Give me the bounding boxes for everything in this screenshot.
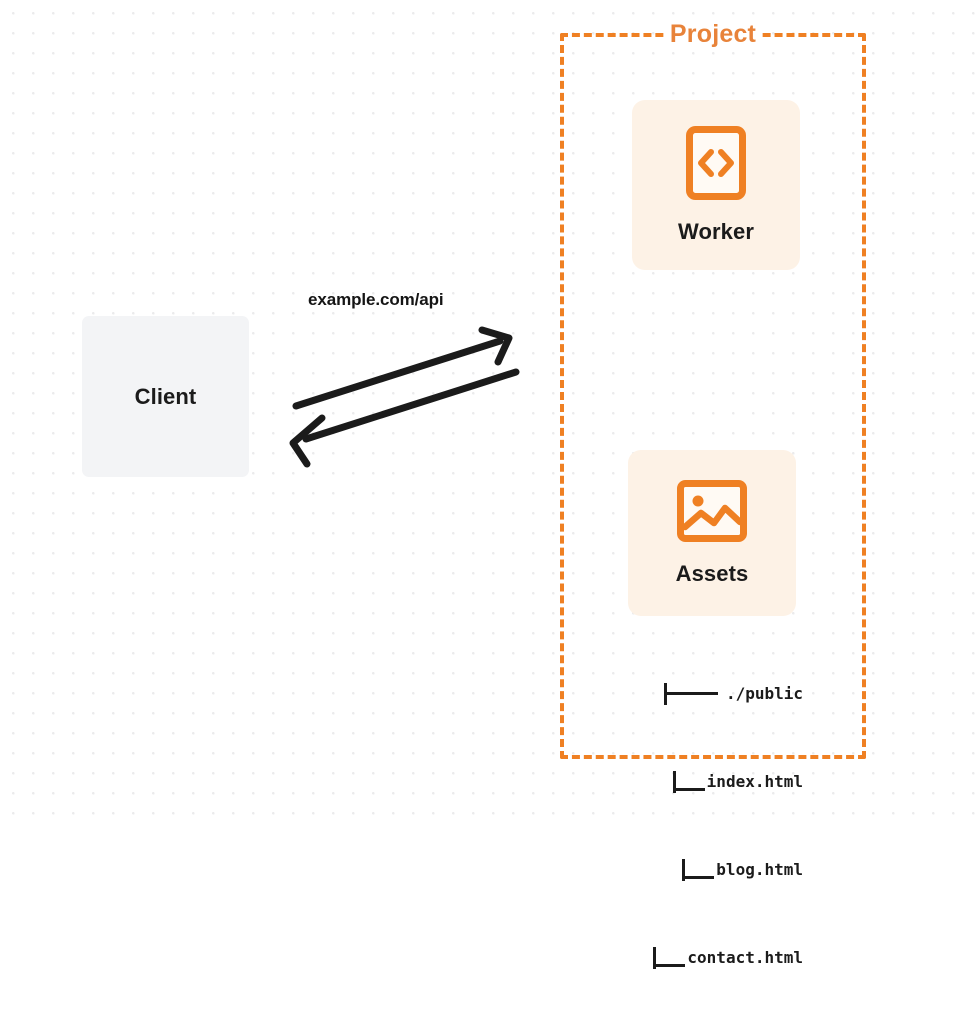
- tree-branch-pipe-icon: [654, 859, 716, 881]
- worker-label: Worker: [678, 218, 754, 244]
- project-container: Project: [560, 20, 866, 759]
- architecture-diagram: Client example.com/api Project Worker: [0, 0, 980, 969]
- response-arrow: [289, 368, 520, 468]
- worker-node[interactable]: Worker: [632, 100, 800, 270]
- client-node[interactable]: Client: [82, 316, 249, 477]
- code-brackets-icon: [686, 125, 746, 205]
- image-icon: [677, 479, 747, 547]
- file-tree-row: contact.html: [605, 947, 803, 969]
- file-tree-row: index.html: [605, 771, 803, 793]
- assets-label: Assets: [675, 560, 749, 586]
- tree-branch-pipe-icon: [645, 771, 707, 793]
- assets-file-tree: ./public index.html blog.html contact.ht…: [605, 617, 803, 1035]
- tree-branch-elbow-icon: [625, 947, 687, 969]
- file-tree-name: index.html: [706, 772, 803, 791]
- request-arrow: [292, 326, 513, 410]
- file-tree-name: contact.html: [687, 948, 803, 967]
- project-title: Project: [664, 20, 762, 49]
- file-tree-name: ./public: [725, 684, 803, 703]
- tree-branch-tee-icon: [663, 683, 726, 705]
- assets-node[interactable]: Assets: [628, 450, 796, 616]
- edge-label-endpoint: example.com/api: [308, 290, 444, 309]
- file-tree-row: ./public: [605, 683, 803, 705]
- file-tree-row: blog.html: [605, 859, 803, 881]
- client-label: Client: [134, 383, 197, 409]
- file-tree-name: blog.html: [716, 860, 803, 879]
